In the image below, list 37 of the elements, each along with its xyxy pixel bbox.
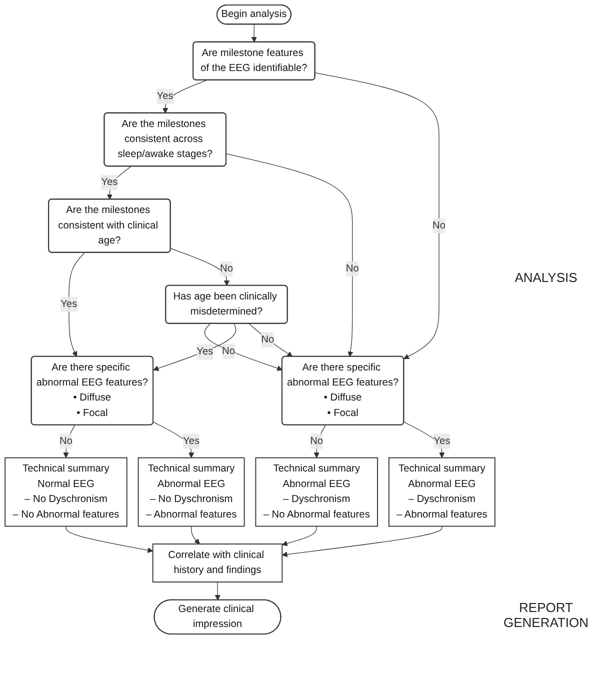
edge-label: Yes [434, 436, 450, 446]
node-box: Technical summary Abnormal EEG – No Dyschronism – Abnormal features [138, 457, 245, 527]
arrow [282, 526, 442, 558]
arrow [314, 72, 440, 360]
edge-label: No [222, 346, 236, 356]
node-box: Correlate with clinical history and findings [152, 544, 283, 583]
edge-label: Yes [156, 90, 174, 102]
arrow [190, 526, 200, 544]
arrow [314, 424, 326, 458]
edge-label: Yes [60, 298, 78, 310]
edge-label: Yes [196, 346, 214, 358]
edge-label: No [261, 334, 274, 345]
section-label: ANALYSIS [514, 270, 578, 285]
arrow [153, 422, 194, 458]
node-box: Technical summary Abnormal EEG – Dyschronism – No Abnormal features [255, 457, 378, 527]
arrow [404, 422, 445, 458]
node-box: Technical summary Normal EEG – No Dyschronism – No Abnormal features [4, 457, 128, 527]
edge-label: No [59, 436, 72, 446]
arrow [226, 154, 354, 357]
section-label: REPORT GENERATION [502, 600, 590, 630]
edge-label: No [432, 220, 446, 231]
arrow [66, 526, 154, 553]
arrow [251, 24, 257, 42]
arrow [153, 323, 236, 372]
arrow [204, 323, 282, 371]
edge-label: No [310, 436, 324, 446]
arrow [68, 252, 86, 357]
arrow [282, 526, 317, 546]
arrow [170, 248, 230, 286]
edge-label: No [346, 263, 359, 274]
edge-label: Yes [101, 176, 118, 188]
arrow [248, 323, 293, 357]
arrow [162, 80, 207, 114]
edge-label: Yes [183, 436, 200, 446]
node-box: Technical summary Abnormal EEG – Dyschronism – Abnormal features [388, 457, 496, 527]
arrow [214, 582, 220, 600]
edge-label: No [220, 263, 233, 274]
